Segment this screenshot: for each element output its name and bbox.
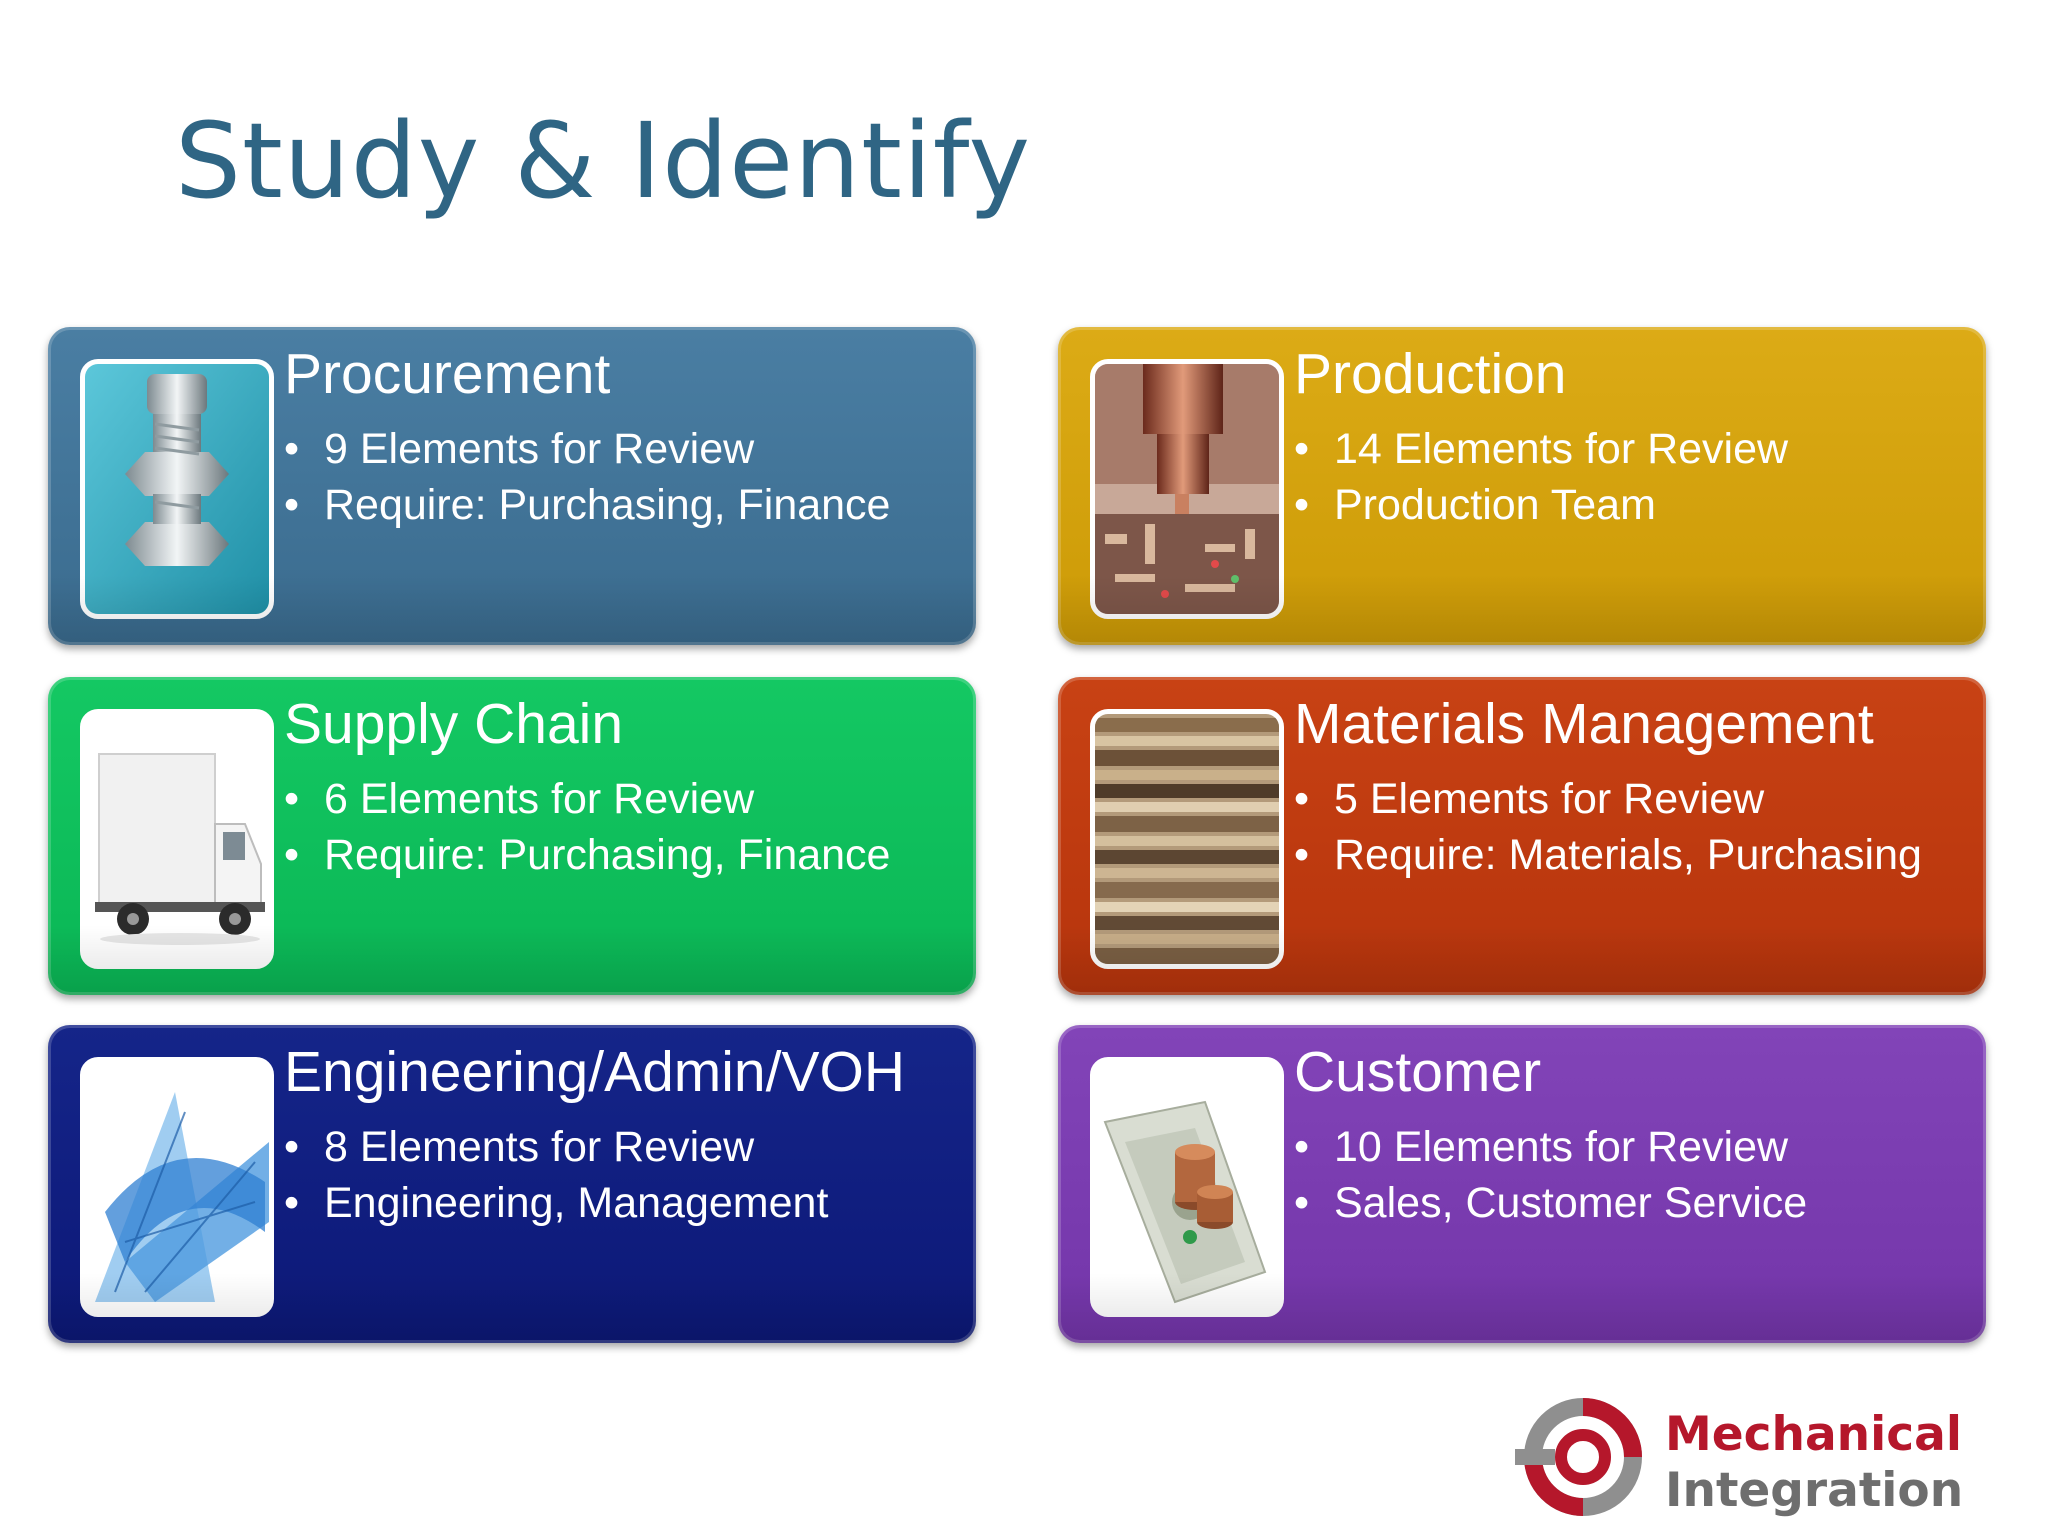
bullet-list: 10 Elements for Review Sales, Customer S… bbox=[1294, 1119, 1807, 1231]
target-logo-icon bbox=[1515, 1398, 1642, 1516]
card-supply-chain: Supply Chain 6 Elements for Review Requi… bbox=[48, 677, 976, 995]
bullet-item: 9 Elements for Review bbox=[284, 421, 890, 477]
truck-image bbox=[80, 709, 274, 969]
card-title: Procurement bbox=[284, 342, 611, 406]
card-title: Engineering/Admin/VOH bbox=[284, 1040, 905, 1104]
bullet-list: 5 Elements for Review Require: Materials… bbox=[1294, 771, 1922, 883]
bullet-item: Require: Materials, Purchasing bbox=[1294, 827, 1922, 883]
card-production: Production 14 Elements for Review Produc… bbox=[1058, 327, 1986, 645]
logo-text: Mechanical Integration bbox=[1665, 1407, 1963, 1519]
logo-line-2: Integration bbox=[1665, 1463, 1964, 1518]
card-title: Production bbox=[1294, 342, 1567, 406]
bullet-item: Require: Purchasing, Finance bbox=[284, 477, 890, 533]
card-engineering-admin-voh: Engineering/Admin/VOH 8 Elements for Rev… bbox=[48, 1025, 976, 1343]
card-title: Customer bbox=[1294, 1040, 1542, 1104]
card-customer: Customer 10 Elements for Review Sales, C… bbox=[1058, 1025, 1986, 1343]
bullet-item: Engineering, Management bbox=[284, 1175, 828, 1231]
card-procurement: Procurement 9 Elements for Review Requir… bbox=[48, 327, 976, 645]
card-title: Supply Chain bbox=[284, 692, 624, 756]
bullet-item: Require: Purchasing, Finance bbox=[284, 827, 890, 883]
card-materials-management: Materials Management 5 Elements for Revi… bbox=[1058, 677, 1986, 995]
bullet-item: Production Team bbox=[1294, 477, 1788, 533]
bullet-item: 8 Elements for Review bbox=[284, 1119, 828, 1175]
bolt-nut-image bbox=[80, 359, 274, 619]
cardboard-stack-image bbox=[1090, 709, 1284, 969]
drafting-tools-image bbox=[80, 1057, 274, 1317]
bullet-item: 6 Elements for Review bbox=[284, 771, 890, 827]
company-logo: Mechanical Integration bbox=[1515, 1395, 1990, 1525]
bullet-item: Sales, Customer Service bbox=[1294, 1175, 1807, 1231]
money-coins-image bbox=[1090, 1057, 1284, 1317]
bullet-item: 14 Elements for Review bbox=[1294, 421, 1788, 477]
logo-line-1: Mechanical bbox=[1665, 1407, 1962, 1462]
circuit-drill-image bbox=[1090, 359, 1284, 619]
bullet-item: 10 Elements for Review bbox=[1294, 1119, 1807, 1175]
bullet-list: 6 Elements for Review Require: Purchasin… bbox=[284, 771, 890, 883]
bullet-list: 14 Elements for Review Production Team bbox=[1294, 421, 1788, 533]
card-title: Materials Management bbox=[1294, 692, 1874, 756]
bullet-list: 9 Elements for Review Require: Purchasin… bbox=[284, 421, 890, 533]
slide-title: Study & Identify bbox=[175, 100, 1032, 222]
bullet-list: 8 Elements for Review Engineering, Manag… bbox=[284, 1119, 828, 1231]
bullet-item: 5 Elements for Review bbox=[1294, 771, 1922, 827]
